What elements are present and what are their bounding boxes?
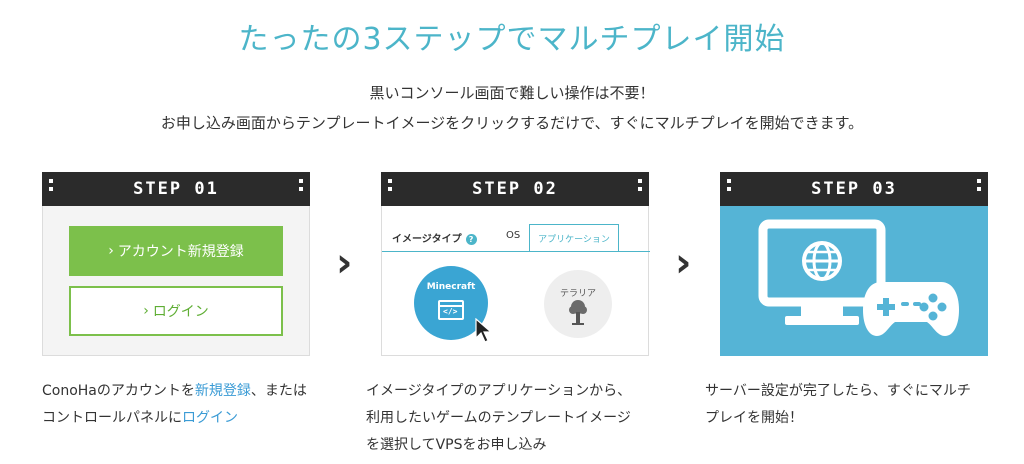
chevron-right-icon: › [143,303,149,319]
chevron-right-icon: › [675,240,692,286]
step-3-label: STEP 03 [811,179,897,199]
step-2-panel: STEP 02 イメージタイプ? OS アプリケーション Minecraft <… [381,172,650,356]
step-1-body: › アカウント新規登録 › ログイン [42,206,310,356]
monitor-globe-icon [758,219,886,325]
subtitle-line-2: お申し込み画面からテンプレートイメージをクリックするだけで、すぐにマルチプレイを… [160,114,864,132]
step-2-desc-line: イメージタイプのアプリケーションから、 [366,383,632,399]
tab-os: OS [506,230,521,241]
step-1-label: STEP 01 [133,179,219,199]
pixel-dots-left [388,179,392,199]
pixel-dots-left [727,179,731,199]
help-icon: ? [465,233,477,245]
gamepad-icon [863,282,959,336]
login-button[interactable]: › ログイン [69,286,283,336]
pixel-dots-left [49,179,53,199]
subtitle-line-1: 黒いコンソール画面で難しい操作は不要！ [369,84,655,102]
chevron-right-icon: › [108,243,114,259]
login-link[interactable]: ログイン [182,410,238,426]
step-3-desc-line: サーバー設定が完了したら、すぐにマルチ [705,383,971,399]
image-type-label: イメージタイプ [392,234,462,245]
step-2-desc-line: を選択してVPSをお申し込み [366,437,547,453]
tree-icon [569,300,587,325]
tab-underline [382,251,650,252]
step-2-description: イメージタイプのアプリケーションから、 利用したいゲームのテンプレートイメージ … [366,378,666,459]
signup-button[interactable]: › アカウント新規登録 [69,226,283,276]
step-2-body: イメージタイプ? OS アプリケーション Minecraft </> テラリア [381,206,650,356]
chevron-right-icon: › [336,240,353,286]
tab-application: アプリケーション [529,224,619,252]
step-1-description: ConoHaのアカウントを新規登録、または コントロールパネルにログイン [42,378,342,432]
step-1-header: STEP 01 [42,172,310,206]
signup-button-label: アカウント新規登録 [117,244,244,260]
terraria-template: テラリア [544,270,612,338]
step-3-body [720,206,988,356]
pixel-dots-right [299,179,303,199]
step-3-panel: STEP 03 [720,172,988,356]
page-title: たったの3ステップでマルチプレイ開始 [238,22,786,57]
login-button-label: ログイン [152,304,209,320]
image-type-heading: イメージタイプ? [392,230,477,245]
signup-link[interactable]: 新規登録 [194,383,251,399]
window-code-icon: </> [438,300,464,320]
minecraft-label: Minecraft [426,282,476,292]
terraria-label: テラリア [559,289,596,299]
step-1-desc-text: 、または [250,383,307,399]
pixel-dots-right [638,179,642,199]
step-1-desc-text: ConoHaのアカウントを [42,383,195,399]
step-2-desc-line: 利用したいゲームのテンプレートイメージ [366,410,631,426]
step-3-desc-line: プレイを開始！ [705,410,803,426]
step-1-panel: STEP 01 › アカウント新規登録 › ログイン [42,172,310,356]
minecraft-template: Minecraft </> [414,266,488,340]
pixel-dots-right [977,179,981,199]
step-3-description: サーバー設定が完了したら、すぐにマルチ プレイを開始！ [705,378,1015,432]
step-1-desc-text: コントロールパネルに [42,410,182,426]
image-type-tabs: イメージタイプ? OS アプリケーション [382,224,650,252]
step-2-header: STEP 02 [381,172,649,206]
cursor-icon [475,318,493,343]
step-2-label: STEP 02 [472,179,558,199]
step-3-header: STEP 03 [720,172,988,206]
